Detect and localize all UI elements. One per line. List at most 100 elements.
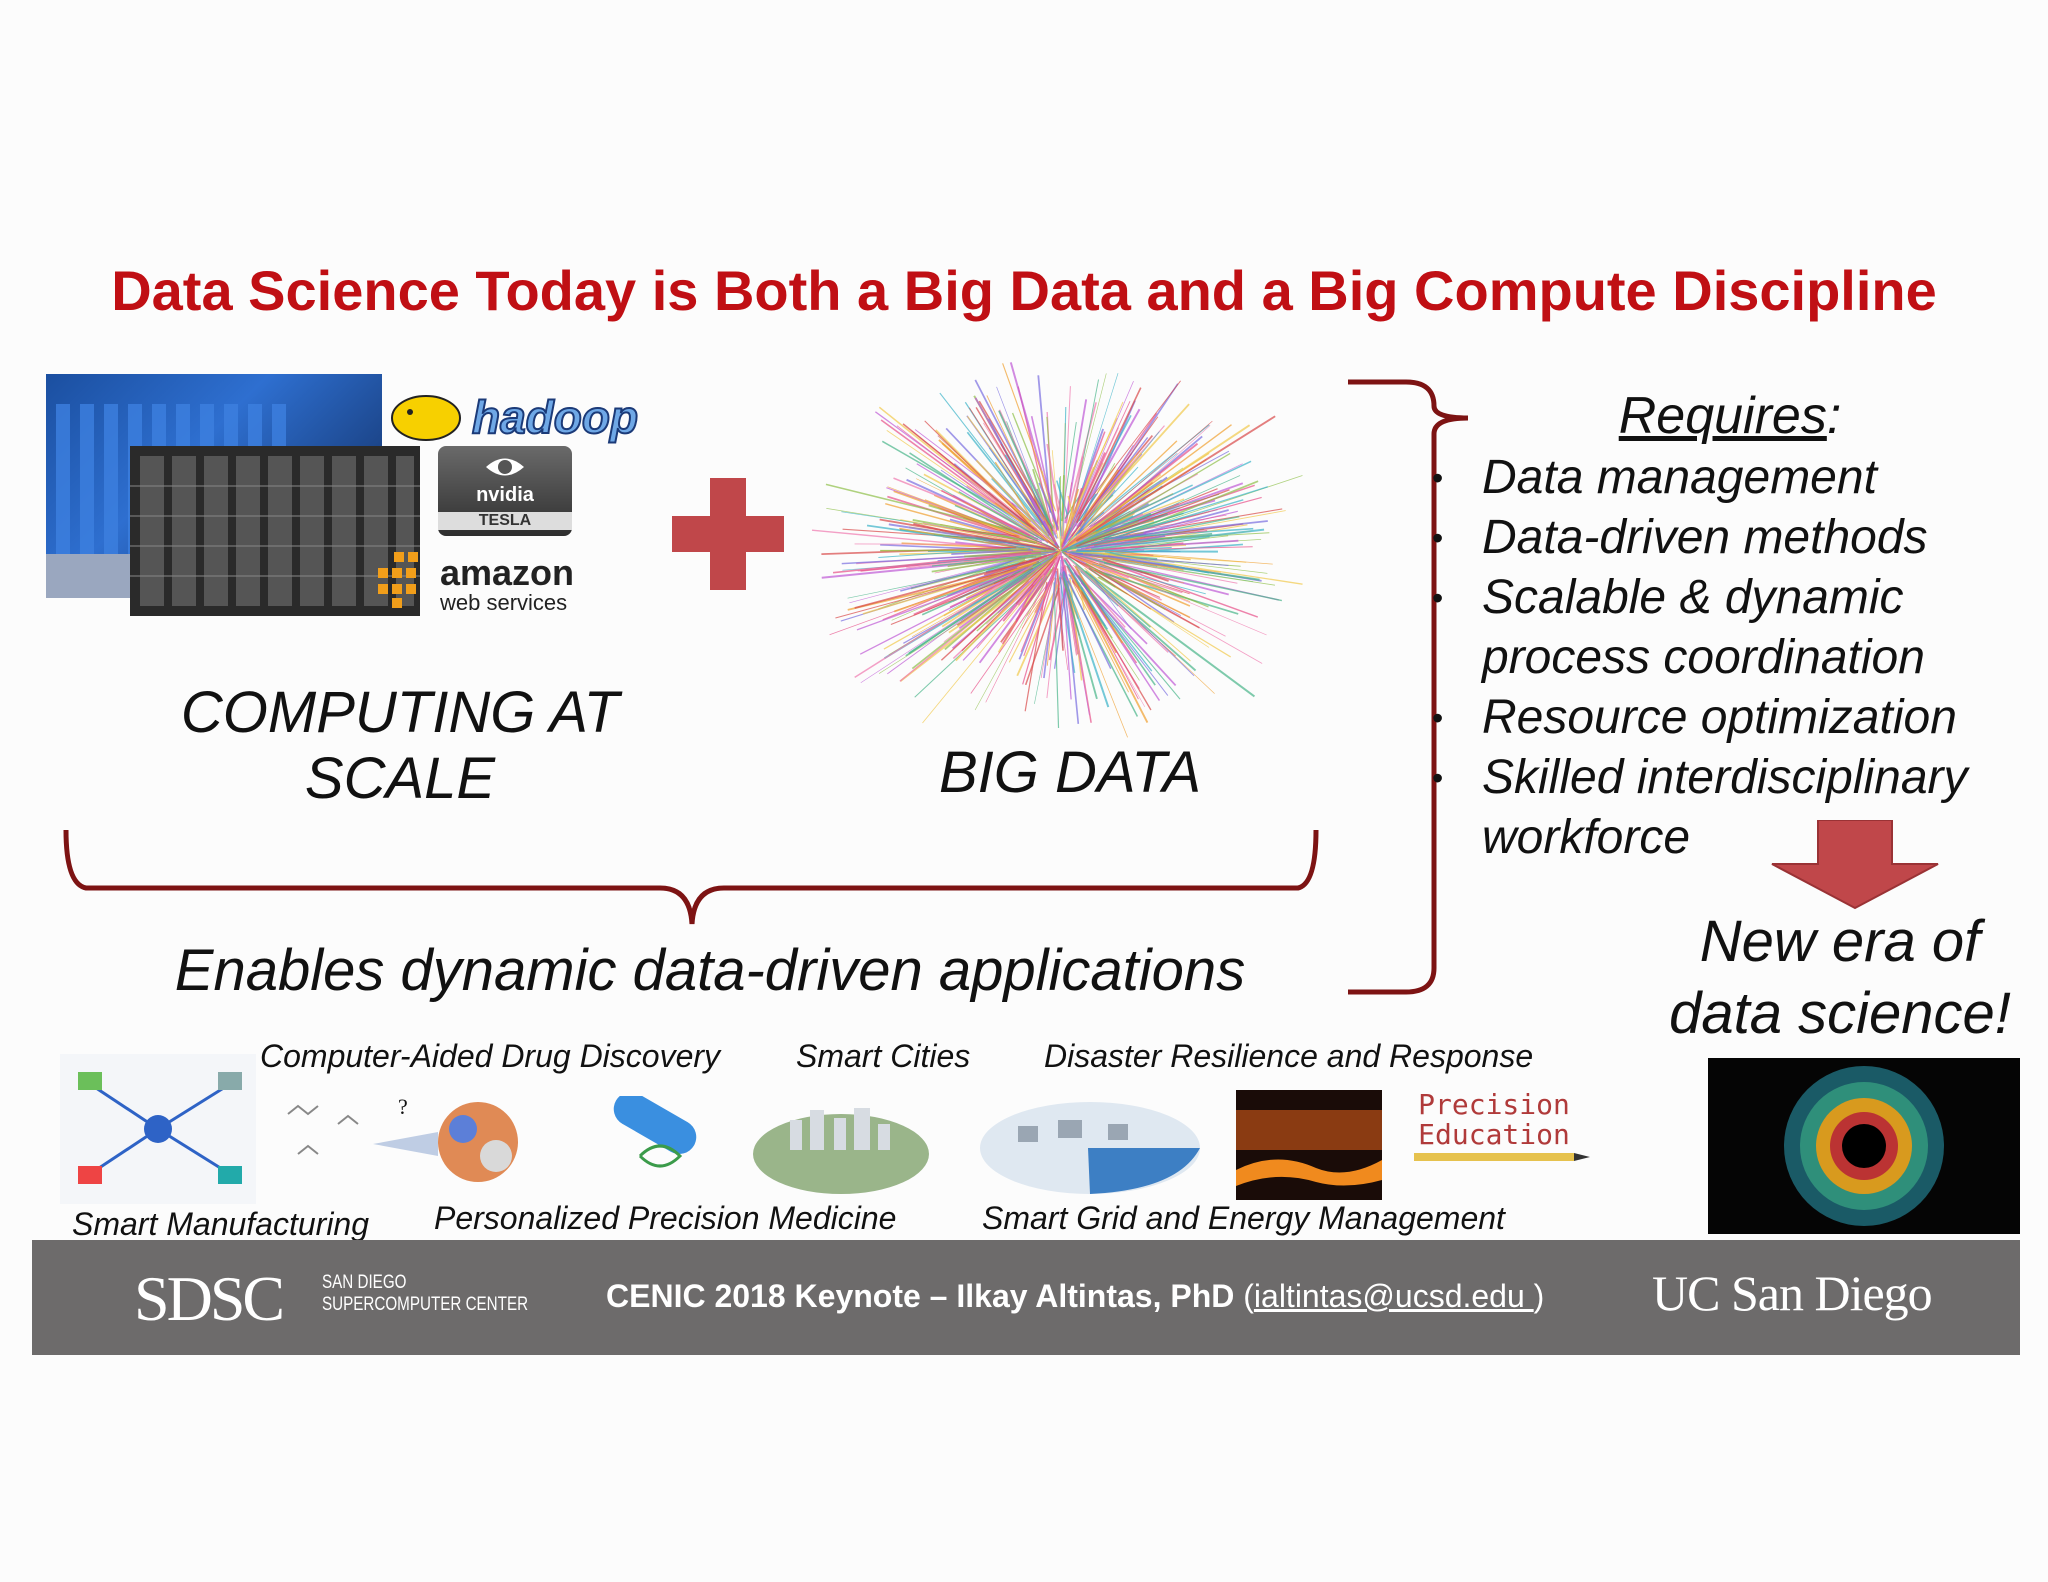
list-item: •Data management: [1432, 451, 1877, 504]
aws-logo: amazon web services: [374, 550, 604, 615]
network-edge: [1066, 466, 1095, 531]
network-edge: [1070, 546, 1172, 553]
network-edge: [1015, 554, 1058, 605]
list-item: •Scalable & dynamic process coordination: [1432, 571, 1925, 684]
network-edge: [854, 564, 1034, 679]
hadoop-wordmark: hadoop: [471, 390, 639, 444]
network-edge: [1061, 551, 1169, 653]
network-edge: [1026, 588, 1049, 617]
network-edge: [832, 551, 1032, 574]
network-edge: [1067, 420, 1213, 546]
manufacturing-label: Smart Manufacturing: [72, 1206, 370, 1242]
smart-cities-label: Smart Cities: [796, 1038, 971, 1074]
list-item: •Resource optimization: [1432, 691, 1957, 744]
network-edge: [899, 580, 1030, 682]
network-edge: [1062, 442, 1199, 551]
sdsc-sub-line2: SUPERCOMPUTER CENTER: [322, 1294, 529, 1315]
network-edge: [1040, 575, 1059, 679]
network-edge: [893, 490, 1019, 537]
footer-bar: [32, 1240, 2020, 1355]
network-edge: [1091, 563, 1206, 595]
network-edge: [1001, 556, 1058, 645]
network-edge: [1060, 552, 1072, 700]
network-edge: [1075, 452, 1106, 518]
network-edge: [1101, 564, 1267, 636]
network-edge: [966, 431, 1048, 534]
network-edge: [924, 420, 1035, 530]
eye-data-image: [1708, 1058, 2020, 1234]
smart-grid-image: [980, 1102, 1200, 1194]
network-edge: [1041, 470, 1059, 539]
network-edge: [860, 555, 1054, 684]
network-edge: [1069, 577, 1083, 681]
network-edge: [962, 530, 1020, 537]
network-edge: [880, 549, 1028, 552]
network-edge: [1061, 573, 1098, 700]
network-edge: [1075, 564, 1197, 672]
network-edge: [1065, 482, 1072, 529]
network-edge: [1022, 552, 1062, 685]
network-edge: [1077, 499, 1244, 549]
tesla-wordmark: TESLA: [438, 512, 572, 530]
network-edge: [1078, 380, 1181, 515]
amazon-wordmark: amazon: [440, 552, 575, 593]
requires-list: •Data management •Data-driven methods •S…: [1420, 448, 2048, 868]
network-edge: [1056, 568, 1064, 651]
network-edge: [940, 489, 1031, 537]
iris-graphic: [1784, 1066, 1944, 1226]
sdsc-logo: SDSC: [134, 1263, 285, 1334]
network-edge: [1075, 387, 1142, 524]
ucsd-logo: UC San Diego: [1652, 1265, 1933, 1321]
network-edge: [1084, 570, 1256, 698]
network-edge: [912, 519, 1038, 544]
big-data-network-image: [811, 362, 1303, 738]
network-edge: [1056, 480, 1069, 515]
list-item: •Data-driven methods: [1432, 511, 1928, 564]
network-edge: [1059, 577, 1076, 673]
network-edge: [829, 550, 1060, 636]
network-edge: [1083, 555, 1254, 582]
network-edge: [911, 550, 1061, 670]
network-edge: [988, 418, 1050, 536]
network-edge: [902, 423, 1061, 552]
network-edge: [1030, 416, 1059, 530]
network-edge: [1086, 454, 1137, 518]
network-edge: [1053, 483, 1064, 519]
requires-heading: Requires:: [1470, 386, 1990, 446]
precision-line2: Education: [1418, 1118, 1570, 1151]
aws-cubes-icon: [378, 552, 418, 608]
network-edge: [1064, 552, 1152, 610]
network-edge: [1024, 485, 1059, 546]
network-edge: [1084, 548, 1273, 565]
network-edge: [1038, 482, 1058, 528]
network-edge: [1064, 557, 1138, 664]
precision-line1: Precision: [1418, 1088, 1570, 1121]
hadoop-logo: hadoop: [388, 388, 702, 448]
network-edge: [974, 562, 1056, 711]
slide-title: Data Science Today is Both a Big Data an…: [111, 259, 1937, 322]
computing-label-line2: SCALE: [304, 746, 496, 811]
network-edge: [931, 554, 1042, 573]
footer-email-link[interactable]: ialtintas@ucsd.edu: [1253, 1278, 1534, 1314]
network-edge: [922, 574, 1045, 724]
server-rack-image: [130, 446, 420, 616]
network-edge: [1063, 559, 1109, 630]
network-edge: [1061, 551, 1151, 628]
network-edge: [1072, 553, 1175, 563]
network-edge: [1103, 572, 1239, 615]
network-edge: [1094, 579, 1132, 630]
network-edge: [900, 556, 1026, 592]
network-edge: [1092, 484, 1193, 533]
network-edge: [1065, 582, 1128, 738]
network-edge: [1068, 427, 1120, 538]
network-edge: [1103, 562, 1283, 602]
network-edge: [1016, 584, 1059, 677]
network-edge: [1073, 572, 1169, 696]
network-edge: [1067, 467, 1131, 544]
network-edge: [854, 557, 1040, 609]
network-edge: [964, 501, 1027, 538]
computing-label-line1: COMPUTING AT: [180, 680, 620, 745]
network-edge: [1083, 452, 1142, 530]
network-edge: [1075, 415, 1276, 542]
network-edge: [1103, 559, 1276, 586]
